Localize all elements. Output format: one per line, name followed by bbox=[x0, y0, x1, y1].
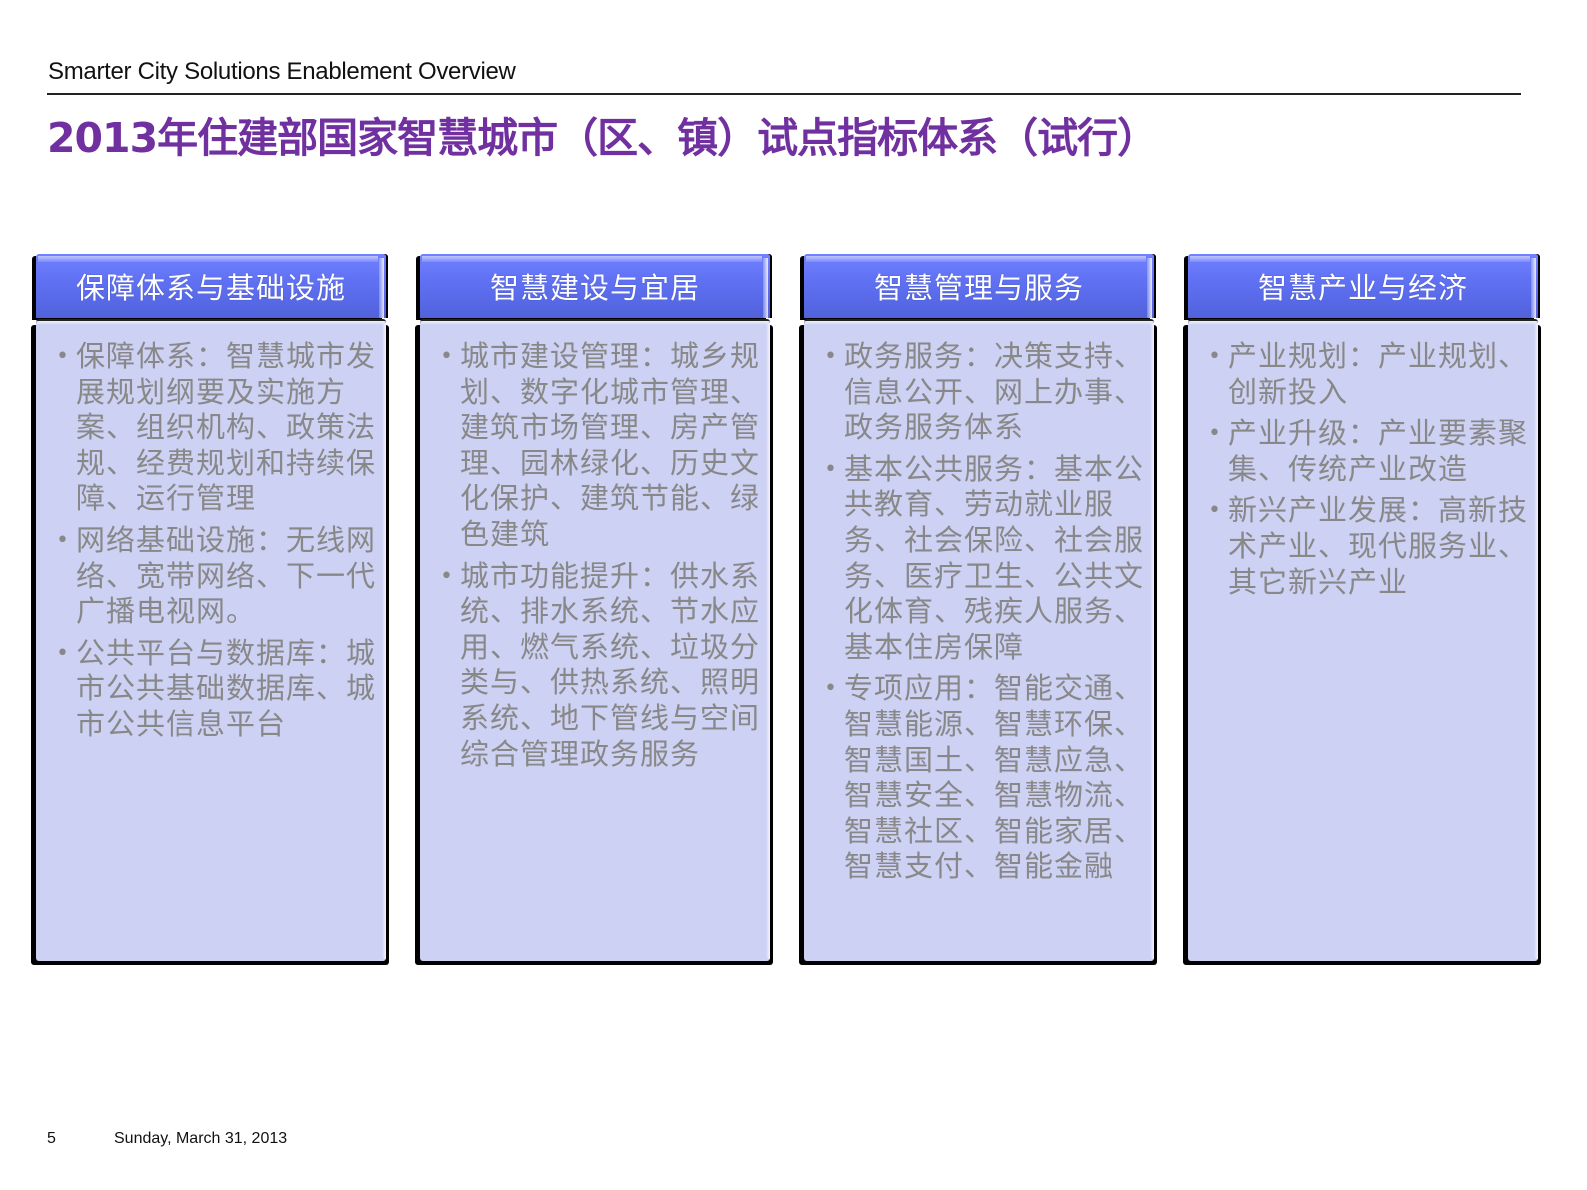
column-infrastructure: 保障体系与基础设施 •保障体系：智慧城市发展规划纲要及实施方案、组织机构、政策法… bbox=[36, 254, 386, 961]
bullet-icon: • bbox=[56, 344, 70, 369]
bullet-list: •产业规划：产业规划、创新投入 •产业升级：产业要素聚集、传统产业改造 •新兴产… bbox=[1206, 339, 1528, 600]
column-header-label: 保障体系与基础设施 bbox=[75, 271, 346, 305]
list-item: •政务服务：决策支持、信息公开、网上办事、政务服务体系 bbox=[824, 339, 1145, 445]
column-management: 智慧管理与服务 •政务服务：决策支持、信息公开、网上办事、政务服务体系 •基本公… bbox=[804, 254, 1154, 961]
list-item: •公共平台与数据库：城市公共基础数据库、城市公共信息平台 bbox=[56, 635, 377, 741]
column-header: 智慧产业与经济 bbox=[1188, 254, 1538, 318]
list-item: •产业规划：产业规划、创新投入 bbox=[1208, 339, 1529, 409]
column-header: 智慧建设与宜居 bbox=[420, 254, 770, 318]
page-number: 5 bbox=[47, 1130, 56, 1147]
column-header-label: 智慧建设与宜居 bbox=[489, 271, 700, 305]
column-industry: 智慧产业与经济 •产业规划：产业规划、创新投入 •产业升级：产业要素聚集、传统产… bbox=[1188, 254, 1538, 961]
bullet-icon: • bbox=[824, 456, 838, 482]
bullet-list: •城市建设管理：城乡规划、数字化城市管理、建筑市场管理、房产管理、园林绿化、历史… bbox=[438, 339, 760, 772]
bullet-icon: • bbox=[1208, 421, 1222, 447]
list-item: •专项应用：智能交通、智慧能源、智慧环保、智慧国土、智慧应急、智慧安全、智慧物流… bbox=[824, 671, 1145, 884]
list-item: •基本公共服务：基本公共教育、劳动就业服务、社会保险、社会服务、医疗卫生、公共文… bbox=[824, 451, 1145, 664]
list-item: •城市建设管理：城乡规划、数字化城市管理、建筑市场管理、房产管理、园林绿化、历史… bbox=[440, 339, 761, 551]
bullet-icon: • bbox=[824, 676, 838, 702]
column-body: •政务服务：决策支持、信息公开、网上办事、政务服务体系 •基本公共服务：基本公共… bbox=[804, 321, 1154, 961]
slide-title: 2013年住建部国家智慧城市（区、镇）试点指标体系（试行） bbox=[47, 114, 1158, 162]
bullet-icon: • bbox=[56, 527, 70, 553]
column-body: •产业规划：产业规划、创新投入 •产业升级：产业要素聚集、传统产业改造 •新兴产… bbox=[1188, 321, 1538, 961]
list-item: •保障体系：智慧城市发展规划纲要及实施方案、组织机构、政策法规、经费规划和持续保… bbox=[56, 339, 377, 516]
list-item: •产业升级：产业要素聚集、传统产业改造 bbox=[1208, 416, 1529, 486]
bullet-icon: • bbox=[440, 563, 454, 589]
column-header: 保障体系与基础设施 bbox=[36, 254, 386, 318]
list-item: •城市功能提升：供水系统、排水系统、节水应用、燃气系统、垃圾分类与、供热系统、照… bbox=[440, 558, 761, 771]
bullet-icon: • bbox=[1208, 498, 1222, 524]
bullet-icon: • bbox=[1208, 344, 1222, 369]
header-divider bbox=[47, 93, 1521, 95]
column-header-label: 智慧管理与服务 bbox=[873, 271, 1084, 305]
footer-date: Sunday, March 31, 2013 bbox=[114, 1130, 288, 1147]
bullet-icon: • bbox=[56, 640, 70, 666]
column-header: 智慧管理与服务 bbox=[804, 254, 1154, 318]
bullet-icon: • bbox=[440, 344, 454, 369]
list-item: •网络基础设施：无线网络、宽带网络、下一代广播电视网。 bbox=[56, 522, 377, 629]
slide-subtitle: Smarter City Solutions Enablement Overvi… bbox=[48, 58, 516, 85]
bullet-list: •保障体系：智慧城市发展规划纲要及实施方案、组织机构、政策法规、经费规划和持续保… bbox=[54, 339, 376, 743]
column-header-label: 智慧产业与经济 bbox=[1257, 271, 1468, 305]
bullet-list: •政务服务：决策支持、信息公开、网上办事、政务服务体系 •基本公共服务：基本公共… bbox=[822, 339, 1144, 885]
column-body: •保障体系：智慧城市发展规划纲要及实施方案、组织机构、政策法规、经费规划和持续保… bbox=[36, 321, 386, 961]
bullet-icon: • bbox=[824, 344, 838, 369]
column-body: •城市建设管理：城乡规划、数字化城市管理、建筑市场管理、房产管理、园林绿化、历史… bbox=[420, 321, 770, 961]
list-item: •新兴产业发展：高新技术产业、现代服务业、其它新兴产业 bbox=[1208, 493, 1529, 599]
column-construction: 智慧建设与宜居 •城市建设管理：城乡规划、数字化城市管理、建筑市场管理、房产管理… bbox=[420, 254, 770, 961]
